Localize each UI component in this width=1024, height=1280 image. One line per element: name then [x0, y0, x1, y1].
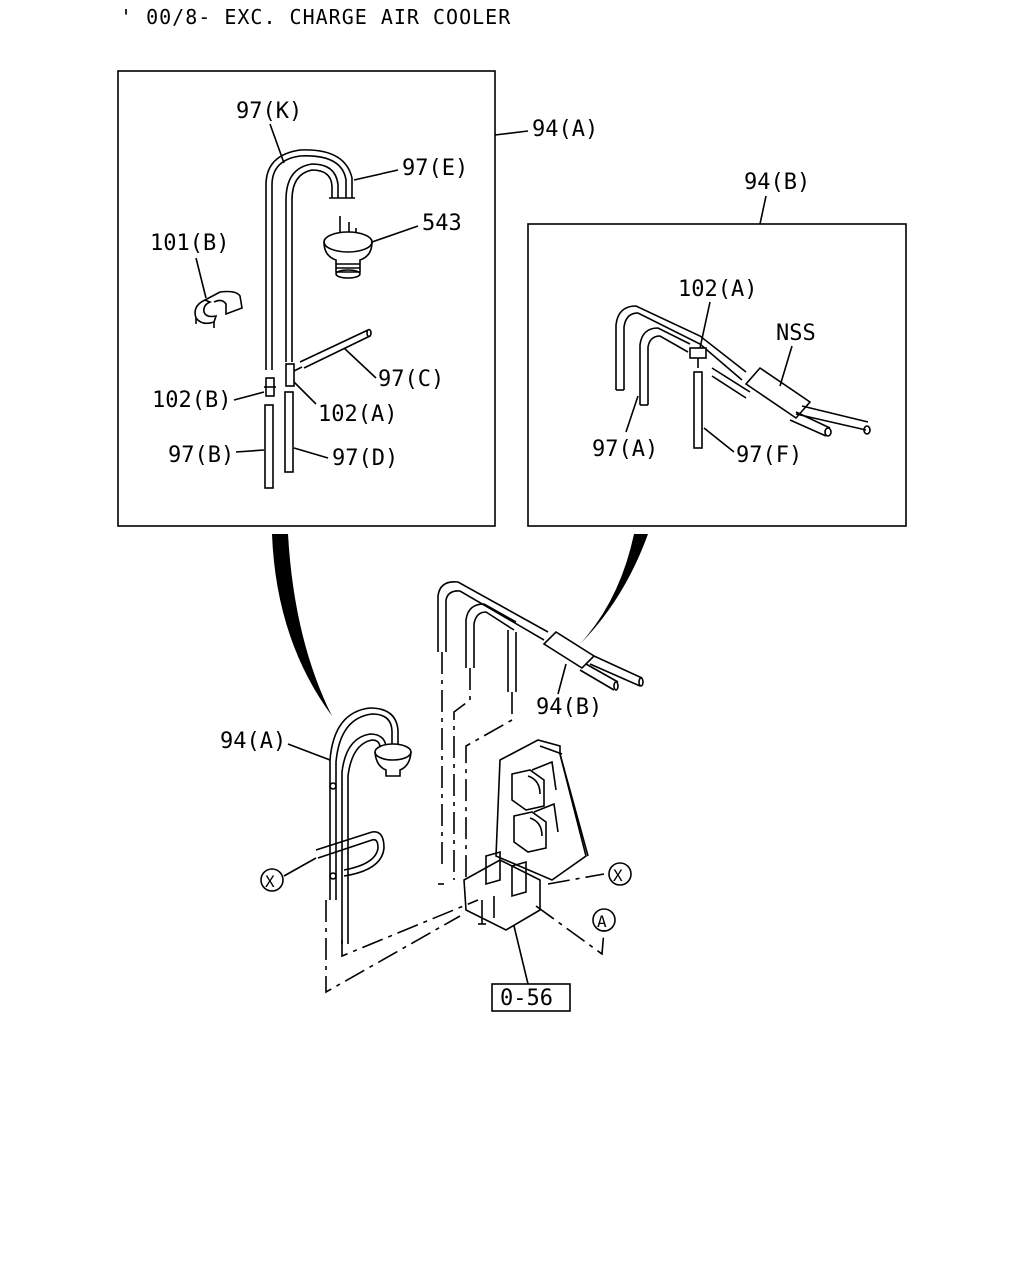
label-b-102a: 102(A) — [678, 277, 757, 302]
assembly-label-94b: 94(B) — [536, 695, 602, 720]
clip-101b-part — [194, 290, 243, 328]
ref-x-right-marker — [608, 862, 632, 886]
detail-b-frame — [527, 223, 907, 527]
ref-a-marker — [592, 908, 616, 932]
label-97b: 97(B) — [168, 443, 234, 468]
valve-543-part — [323, 216, 373, 279]
detail-a-panel: 94(A) 97(K) 97(E) 543 — [117, 70, 598, 527]
label-102b: 102(B) — [152, 388, 231, 413]
diagram-title: ' 00/8- EXC. CHARGE AIR COOLER — [120, 5, 511, 29]
label-97d: 97(D) — [332, 446, 398, 471]
ref-box-label: 0-56 — [500, 986, 553, 1011]
label-nss: NSS — [776, 321, 816, 346]
ref-a: A — [597, 912, 607, 931]
ref-box — [491, 983, 571, 1012]
label-97f: 97(F) — [736, 443, 802, 468]
ref-x-left: X — [265, 872, 275, 891]
detail-b-callout: 94(B) — [744, 170, 810, 195]
label-102a: 102(A) — [318, 402, 397, 427]
assembly-label-94a: 94(A) — [220, 729, 286, 754]
label-101b: 101(B) — [150, 231, 229, 256]
detail-a-arc — [272, 534, 332, 716]
label-543: 543 — [422, 211, 462, 236]
label-97k: 97(K) — [236, 99, 302, 124]
detail-a-frame — [117, 70, 496, 527]
label-97c: 97(C) — [378, 367, 444, 392]
ref-x-right: X — [613, 866, 623, 885]
main-assembly: 94(B) 94(A) X X A — [220, 580, 644, 1012]
ref-x-left-marker — [260, 868, 284, 892]
detail-b-arc — [580, 534, 648, 644]
detail-b-panel: 94(B) 102(A) NSS 97(F) 97(A) — [527, 170, 907, 527]
label-97e: 97(E) — [402, 156, 468, 181]
label-97a: 97(A) — [592, 437, 658, 462]
detail-a-callout: 94(A) — [532, 117, 598, 142]
